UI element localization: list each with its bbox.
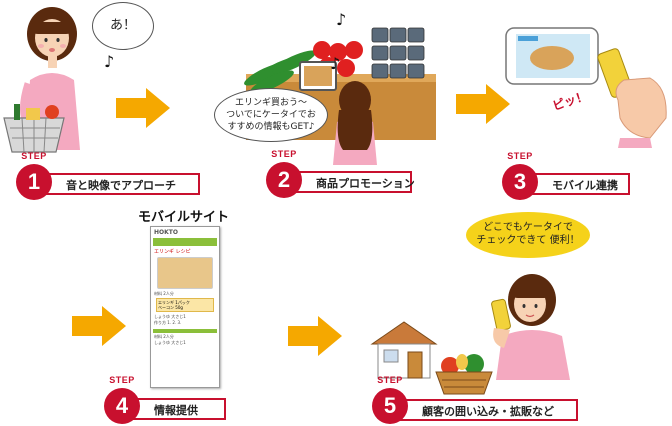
site-header-bar (153, 238, 217, 246)
step4-label: 情報提供 (132, 398, 226, 420)
mobile-site-caption: モバイルサイト (138, 210, 230, 225)
step3-label: モバイル連携 (530, 173, 630, 195)
speech-bubble-ah: あ！ (92, 2, 154, 50)
speech-bubble-shop: エリンギ買おう～ ついでにケータイでお すすめの情報もGET♪ (214, 88, 328, 142)
arrow-right-icon (116, 88, 170, 128)
site-logo: HOKTO (154, 229, 178, 236)
house-illustration (370, 321, 438, 379)
shopping-basket-illustration (3, 104, 65, 153)
vegetable-basket-illustration (435, 354, 493, 395)
music-note-icon: ♪ (330, 54, 341, 73)
step3-badge: STEP 3 (502, 151, 538, 200)
step2-badge: STEP 2 (266, 149, 302, 198)
step2-label: 商品プロモーション (294, 171, 415, 193)
recipe-image (157, 257, 213, 289)
speech-bubble-check: どこでもケータイで チェックできて 便利！ (466, 212, 590, 258)
arrow-right-icon (288, 316, 342, 356)
site-info-box: エリンギ 1パック ベーコン 50g (156, 298, 214, 312)
step4-badge: STEP 4 (104, 375, 140, 424)
step5-badge: STEP 5 (372, 375, 408, 424)
music-note-icon: ♪ (104, 52, 115, 71)
arrow-right-icon (456, 84, 510, 124)
speech-bubble-ah-text: あ！ (109, 18, 136, 33)
step1-label: 音と映像でアプローチ (44, 173, 200, 195)
site-divider (153, 329, 217, 333)
woman-with-phone-illustration (491, 274, 570, 380)
step5-label: 顧客の囲い込み・拡販など (400, 399, 578, 421)
site-title: エリンギ レシピ (154, 249, 191, 255)
mobile-tap-illustration (505, 27, 667, 148)
woman-back-illustration (333, 81, 377, 165)
mobile-site-screen: HOKTO エリンギ レシピ 材料 2人分 エリンギ 1パック ベーコン 50g… (150, 226, 220, 388)
step1-badge: STEP 1 (16, 151, 52, 200)
music-note-icon: ♪ (336, 10, 347, 29)
arrow-right-icon (72, 306, 126, 346)
